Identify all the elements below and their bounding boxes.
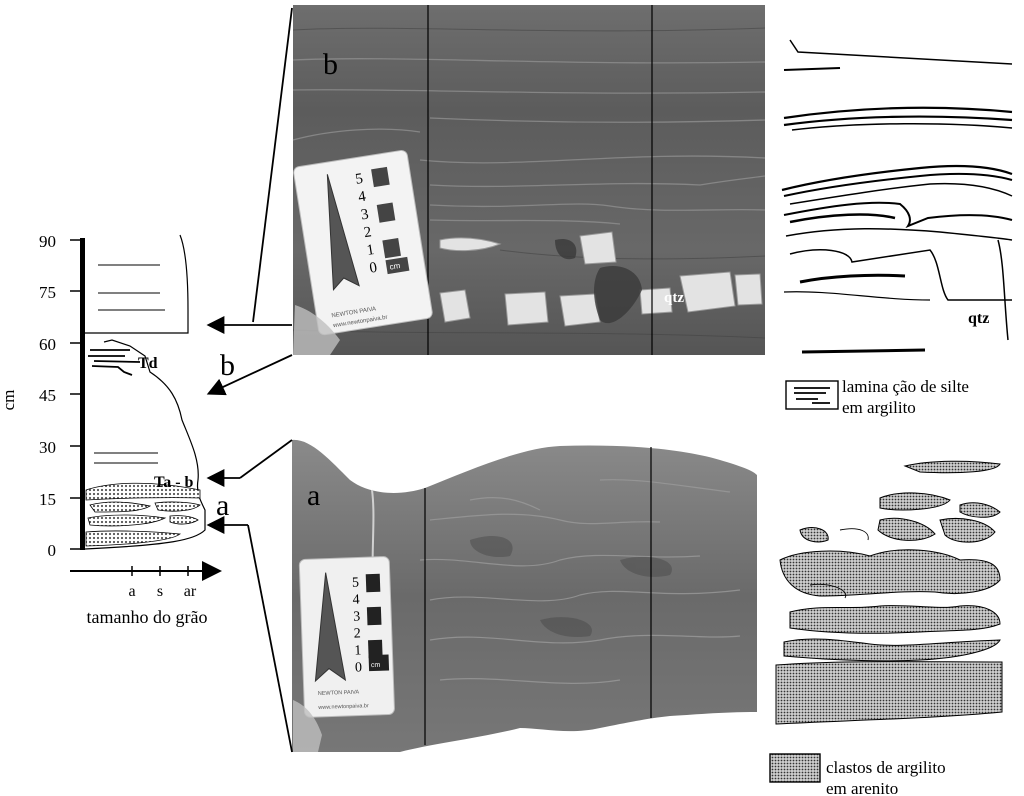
upper-laminae [98, 264, 165, 311]
x-tick-ar: ar [184, 583, 197, 600]
photo-b: b qtz 5 4 3 2 1 0 cm NEWTON PAIVA www.ne… [292, 5, 766, 355]
y-tick-0: 0 [48, 541, 57, 560]
photo-a-label: a [307, 479, 320, 512]
tab-laminae [94, 452, 158, 464]
callout-b: b [220, 349, 235, 382]
stratigraphic-log: 0 15 30 45 60 75 90 cm [0, 232, 222, 627]
legend-clast-line2: em arenito [826, 779, 898, 796]
hand-thumb-b [293, 305, 340, 355]
sketch-qtz-label: qtz [968, 310, 989, 327]
legend-silt: lamina ção de silte em argilito [785, 377, 969, 417]
x-axis-label: tamanho do grão [87, 607, 208, 627]
scale-a-brand: NEWTON PAIVA [318, 690, 360, 697]
scale-a-tick-0: 0 [355, 660, 363, 675]
y-tick-75: 75 [39, 283, 56, 302]
scale-a-unit: cm [371, 662, 381, 669]
scale-card-b: 5 4 3 2 1 0 cm NEWTON PAIVA www.newtonpa… [293, 149, 433, 336]
scale-tick-0: 0 [368, 260, 378, 277]
photo-b-label: b [323, 48, 338, 81]
scale-a-tick-4: 4 [352, 592, 360, 607]
scale-tick-3: 3 [360, 206, 370, 223]
y-tick-15: 15 [39, 490, 56, 509]
td-silt-laminae [88, 349, 141, 376]
legend-clasts: clastos de argilito em arenito [769, 753, 946, 796]
photo-qtz-label: qtz [664, 290, 684, 306]
scale-card-a: 5 4 3 2 1 0 cm NEWTON PAIVA www.newtonpa… [298, 556, 395, 718]
scale-a-tick-1: 1 [354, 643, 362, 658]
photo-quartz-clasts [439, 231, 763, 327]
x-tick-marks [131, 566, 189, 576]
callout-a: a [216, 489, 229, 522]
x-tick-s: s [157, 583, 163, 600]
sketch-b [781, 39, 1013, 354]
sketch-a-clasts [775, 460, 1003, 725]
legend-silt-line1: lamina ção de silte [842, 377, 969, 396]
scale-a-url: www.newtonpaiva.br [317, 703, 369, 711]
scale-tick-1: 1 [366, 242, 376, 259]
y-tick-60: 60 [39, 335, 56, 354]
y-tick-marks [70, 239, 82, 550]
scale-a-tick-2: 2 [354, 626, 362, 641]
legend-clast-swatch [769, 753, 821, 783]
scale-tick-4: 4 [357, 189, 367, 206]
log-profile-outline [84, 234, 206, 550]
scale-a-tick-5: 5 [352, 575, 360, 590]
facies-label-tab: Ta - b [154, 474, 194, 491]
y-tick-45: 45 [39, 386, 56, 405]
y-tick-90: 90 [39, 232, 56, 251]
scale-unit: cm [389, 261, 401, 272]
facies-label-td: Td [138, 355, 158, 372]
legend-clast-line1: clastos de argilito [826, 758, 946, 777]
scale-tick-5: 5 [354, 171, 364, 188]
scale-a-tick-3: 3 [353, 609, 361, 624]
y-axis-label: cm [0, 390, 18, 411]
log-axis-bar [80, 238, 85, 550]
y-tick-30: 30 [39, 438, 56, 457]
legend-silt-line2: em argilito [842, 398, 916, 417]
connector-lines [206, 7, 293, 753]
log-clast-zone [85, 482, 201, 547]
x-tick-a: a [128, 583, 135, 600]
hand-thumb-a [293, 700, 322, 752]
legend-silt-swatch [785, 380, 839, 410]
photo-a: a 5 4 3 2 1 0 cm NEWTON PAIVA www.newton… [292, 439, 757, 752]
scale-tick-2: 2 [363, 224, 373, 241]
sketch-a-outlines [809, 528, 869, 599]
